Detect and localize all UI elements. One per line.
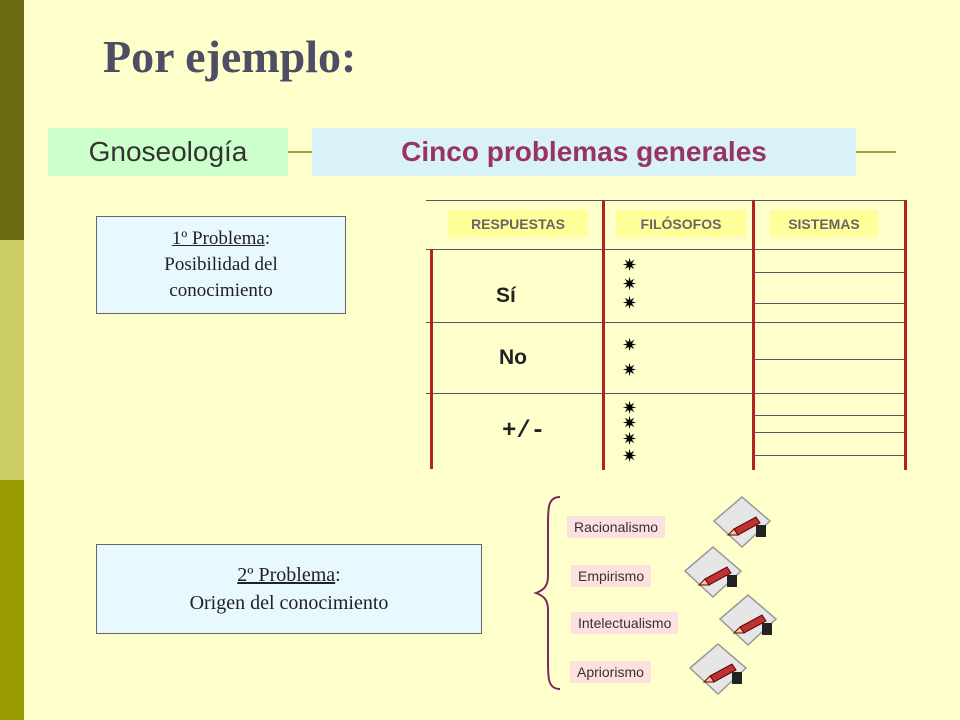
system-line (754, 432, 904, 433)
system-intelectualismo: Intelectualismo (571, 612, 679, 634)
star-icon: ✷ (622, 360, 638, 380)
star-icon: ✷ (622, 255, 638, 275)
curly-brace-icon (533, 496, 561, 690)
star-icon: ✷ (622, 446, 638, 466)
table-top-line (426, 200, 906, 201)
left-stripe-bottom (0, 480, 24, 720)
star-icon: ✷ (622, 429, 638, 449)
problem-2-box: 2º Problema: Origen del conocimiento (96, 544, 482, 634)
answer-si: Sí (496, 284, 516, 307)
problem-1-box: 1º Problema: Posibilidad del conocimient… (96, 216, 346, 314)
table-column-line (602, 200, 605, 470)
left-stripe-middle (0, 240, 24, 480)
problem-2-colon: : (335, 564, 341, 586)
system-line (754, 359, 904, 360)
problem-1-line2: Posibilidad del (164, 254, 278, 275)
system-line (754, 455, 904, 456)
star-icon: ✷ (622, 293, 638, 313)
table-column-line (904, 200, 907, 470)
star-icon: ✷ (622, 335, 638, 355)
pencil-writing-icon (683, 546, 743, 599)
slide-title: Por ejemplo: (103, 31, 357, 82)
header-sistemas: SISTEMAS (770, 210, 878, 237)
system-line (754, 303, 904, 304)
problem-1-label: 1º Problema (171, 228, 265, 249)
problem-2-label: 2º Problema (237, 564, 336, 586)
problem-1-colon: : (264, 228, 271, 249)
header-filosofos: FILÓSOFOS (616, 210, 746, 237)
star-icon: ✷ (622, 398, 638, 418)
table-row-line (426, 393, 906, 394)
pencil-writing-icon (718, 594, 778, 647)
star-icon: ✷ (622, 274, 638, 294)
pencil-writing-icon (688, 643, 748, 696)
header-respuestas: RESPUESTAS (448, 210, 588, 237)
table-column-line (430, 249, 433, 469)
answer-no: No (499, 346, 527, 369)
pencil-writing-icon (712, 496, 772, 549)
table-row-line (426, 322, 906, 323)
cinco-problemas-label: Cinco problemas generales (312, 128, 856, 176)
problem-1-line3: conocimiento (169, 280, 273, 301)
system-line (754, 272, 904, 273)
left-stripe-top (0, 0, 24, 240)
star-icon: ✷ (622, 413, 638, 433)
problem-2-line2: Origen del conocimiento (189, 592, 389, 614)
system-empirismo: Empirismo (571, 565, 652, 587)
system-line (754, 415, 904, 416)
table-column-line (752, 200, 755, 470)
gnoseologia-label: Gnoseología (48, 128, 288, 176)
answer-mas-menos: +/- (502, 418, 546, 445)
table-row-line (426, 249, 906, 250)
system-racionalismo: Racionalismo (567, 516, 666, 538)
system-apriorismo: Apriorismo (570, 661, 651, 683)
